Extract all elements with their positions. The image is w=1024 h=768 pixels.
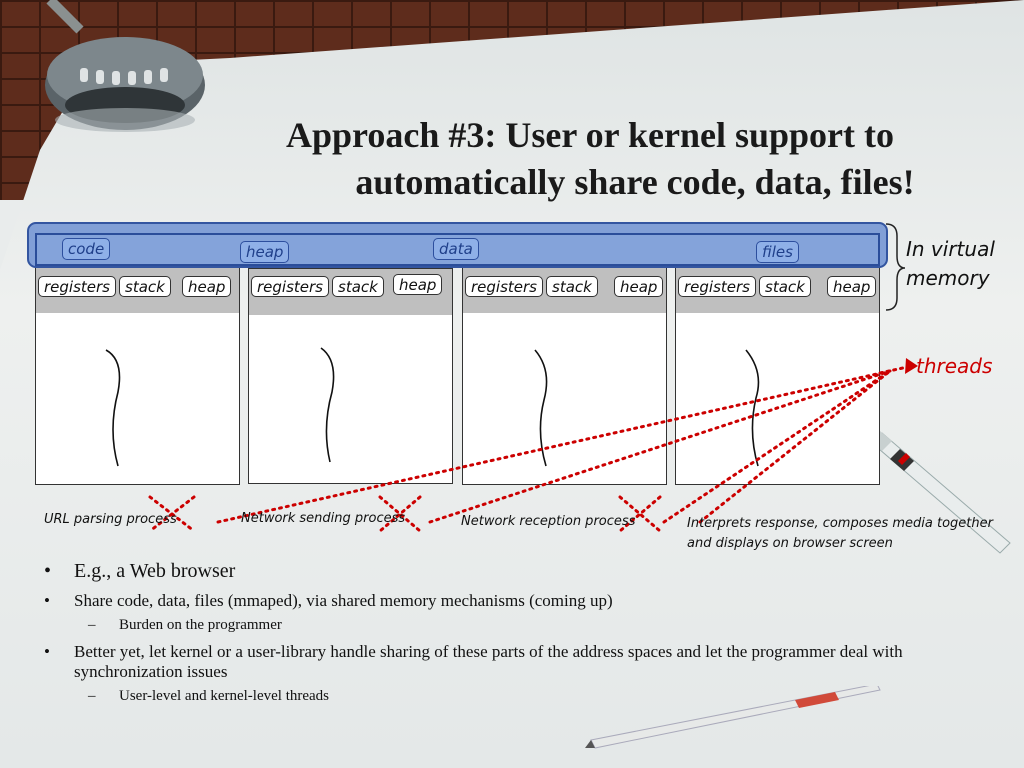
x-mark-stroke (618, 495, 662, 533)
slide-title: Approach #3: User or kernel support to a… (150, 112, 990, 206)
x-mark-stroke (378, 495, 422, 533)
heap-segment: heap (182, 276, 232, 297)
x-mark-stroke (618, 495, 662, 533)
process-box-3 (462, 266, 667, 485)
bullet-item: •E.g., a Web browser (44, 560, 236, 582)
thread-link (698, 369, 892, 524)
bullet-item: •Share code, data, files (mmaped), via s… (44, 591, 613, 610)
shared-files-segment: files (756, 241, 799, 263)
stack-segment: stack (119, 276, 171, 297)
registers-segment: registers (465, 276, 543, 297)
thread-squiggle (534, 349, 548, 467)
registers-segment: registers (38, 276, 116, 297)
x-mark-stroke (378, 495, 422, 533)
heap-segment: heap (614, 276, 664, 297)
in-virtual-memory-label: In virtual memory (906, 237, 995, 290)
x-mark-stroke (148, 495, 196, 533)
thread-squiggle (320, 347, 335, 463)
bullet-item: •Better yet, let kernel or a user-librar… (44, 642, 903, 681)
threads-arrowhead (905, 358, 918, 374)
registers-segment: registers (678, 276, 756, 297)
thread-link (428, 369, 892, 524)
registers-segment: registers (251, 276, 329, 297)
pencil-icon (585, 686, 881, 749)
desk-lamp-icon (45, 0, 205, 132)
bullet-list: •E.g., a Web browser •Share code, data, … (44, 560, 984, 713)
threads-label: threads (916, 354, 993, 378)
process-label-3: Network reception process (461, 514, 636, 529)
sub-bullet-item: –Burden on the programmer (88, 617, 282, 633)
x-marks (148, 495, 662, 533)
title-line-2: automatically share code, data, files! (355, 162, 915, 202)
virtual-memory-brace (885, 223, 906, 311)
heap-segment: heap (827, 276, 877, 297)
thread-links (216, 364, 914, 524)
process-label-2: Network sending process (241, 511, 406, 526)
shared-code-segment: code (62, 238, 111, 260)
thread-link (662, 369, 892, 524)
sub-bullet-item: –User-level and kernel-level threads (88, 688, 330, 704)
stack-segment: stack (546, 276, 598, 297)
shared-data-segment: data (433, 238, 479, 260)
process-box-1 (35, 266, 240, 485)
thread-squiggles (105, 347, 760, 467)
process-label-4: Interprets response, composes media toge… (687, 516, 993, 551)
thread-squiggle (745, 349, 760, 467)
title-line-1: Approach #3: User or kernel support to (285, 115, 894, 155)
thread-squiggle (105, 349, 121, 467)
shared-heap-segment: heap (240, 241, 290, 263)
process-label-1: URL parsing process (44, 512, 177, 527)
thread-link (216, 369, 892, 524)
heap-segment: heap (393, 274, 443, 295)
stack-segment: stack (332, 276, 384, 297)
stack-segment: stack (759, 276, 811, 297)
